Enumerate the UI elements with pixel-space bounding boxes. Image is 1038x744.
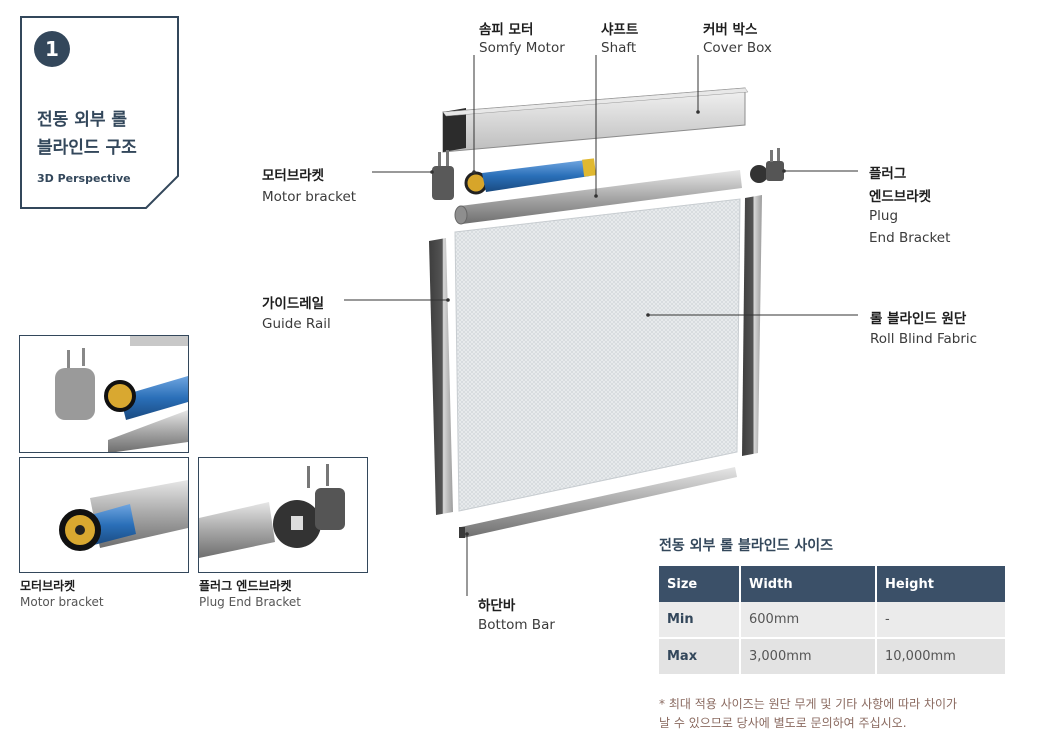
inset-label-plug-end-bracket-en: Plug End Bracket: [199, 595, 301, 609]
callout-dots: [430, 110, 786, 536]
size-table-header-size: Size: [659, 566, 741, 602]
label-motor-bracket-en: Motor bracket: [262, 189, 357, 205]
table-cell: Max: [659, 638, 741, 676]
table-cell: 600mm: [740, 602, 877, 639]
table-cell: 3,000mm: [740, 638, 877, 676]
label-guide-rail-en: Guide Rail: [262, 316, 331, 332]
shaft-part: [454, 170, 742, 225]
table-row: Max 3,000mm 10,000mm: [659, 638, 1007, 676]
size-table-header-width: Width: [740, 566, 877, 602]
page-subtitle: 3D Perspective: [37, 172, 131, 185]
label-fabric-en: Roll Blind Fabric: [870, 331, 978, 347]
table-row: Min 600mm -: [659, 602, 1007, 639]
label-plug-en: Plug: [869, 208, 899, 224]
inset-photo-assembly: [19, 335, 189, 453]
size-table: Size Width Height Min 600mm - Max 3,000m…: [659, 566, 1007, 676]
label-end-bracket-en: End Bracket: [869, 230, 951, 246]
size-table-header-row: Size Width Height: [659, 566, 1007, 602]
size-table-title: 전동 외부 롤 블라인드 사이즈: [659, 538, 834, 554]
motor-bracket-part: [432, 150, 454, 200]
callout-lines: [344, 55, 858, 596]
table-cell: Min: [659, 602, 741, 639]
label-somfy-motor-kr: 솜피 모터: [479, 22, 534, 38]
label-cover-box-kr: 커버 박스: [703, 22, 758, 38]
table-cell: -: [876, 602, 1007, 639]
table-cell: 10,000mm: [876, 638, 1007, 676]
label-guide-rail-kr: 가이드레일: [262, 296, 325, 312]
inset-label-motor-bracket-kr: 모터브라켓: [20, 579, 76, 593]
inset-photo-motor-bracket: [19, 457, 189, 573]
label-motor-bracket-kr: 모터브라켓: [262, 168, 325, 184]
label-fabric-kr: 롤 블라인드 원단: [870, 311, 967, 327]
label-shaft-kr: 샤프트: [601, 22, 639, 38]
somfy-motor-part: [464, 158, 597, 195]
inset-label-plug-end-bracket-kr: 플러그 엔드브라켓: [199, 579, 292, 593]
plug-end-bracket-part: [750, 148, 784, 183]
label-shaft-en: Shaft: [601, 40, 637, 56]
label-end-bracket-kr: 엔드브라켓: [869, 189, 932, 205]
label-bottom-bar-kr: 하단바: [478, 598, 516, 614]
label-somfy-motor-en: Somfy Motor: [479, 40, 565, 56]
label-plug-kr: 플러그: [869, 166, 907, 182]
bottom-bar-part: [459, 467, 737, 538]
guide-rail-left: [429, 238, 453, 515]
page-title: 전동 외부 롤 블라인드 구조: [37, 110, 137, 158]
label-cover-box-en: Cover Box: [703, 40, 772, 56]
label-bottom-bar-en: Bottom Bar: [478, 617, 555, 633]
section-number-badge: 1: [34, 31, 70, 67]
size-table-header-height: Height: [876, 566, 1007, 602]
size-note: * 최대 적용 사이즈는 원단 무게 및 기타 사항에 따라 차이가 날 수 있…: [659, 697, 958, 730]
inset-photo-plug-end-bracket: [198, 457, 368, 573]
inset-label-motor-bracket-en: Motor bracket: [20, 595, 104, 609]
roll-blind-fabric-part: [454, 198, 741, 512]
guide-rail-right: [742, 195, 762, 456]
